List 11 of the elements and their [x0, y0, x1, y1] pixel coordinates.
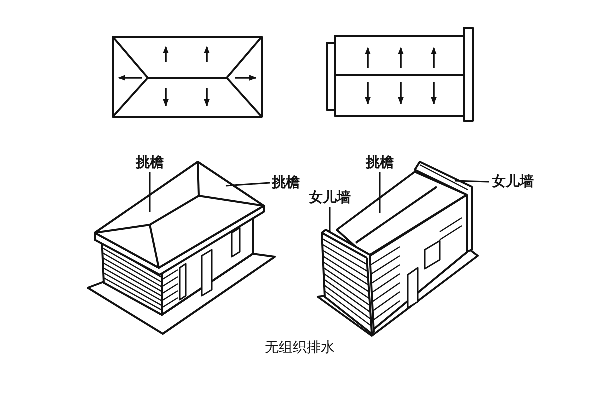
leader-line — [226, 182, 270, 187]
part-label: 挑檐 — [136, 156, 164, 170]
caption: 无组织排水 — [264, 341, 336, 355]
leader-line — [149, 172, 151, 212]
leader-line — [379, 172, 381, 213]
part-label: 挑檐 — [366, 156, 394, 170]
part-label: 女儿墙 — [309, 191, 351, 205]
part-label: 挑檐 — [272, 176, 300, 190]
leader-line — [454, 180, 490, 183]
part-label: 女儿墙 — [492, 175, 534, 189]
leader-line — [329, 207, 331, 232]
